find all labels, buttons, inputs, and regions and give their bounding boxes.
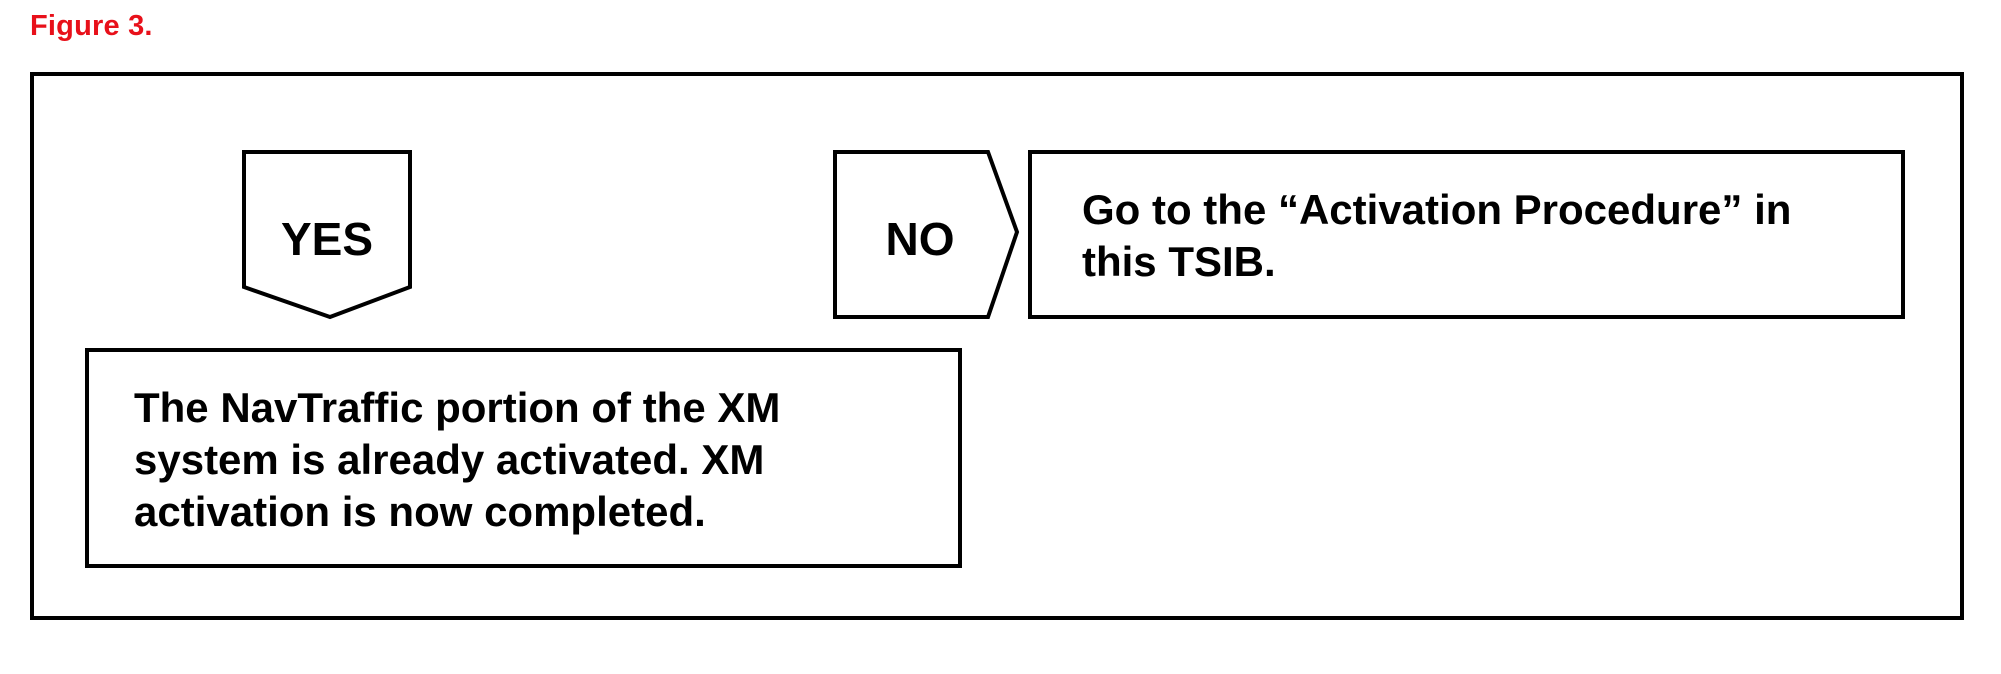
no-action-box — [1028, 150, 1905, 319]
no-label: NO — [885, 213, 955, 265]
figure-label: Figure 3. — [30, 10, 153, 42]
no-pointer-shape — [833, 150, 1020, 319]
diagram-frame — [30, 72, 1964, 620]
yes-pointer-shape — [242, 150, 412, 320]
yes-result-box — [85, 348, 962, 568]
no-action-text: Go to the “Activation Procedure” in this… — [1082, 186, 1792, 285]
yes-result-text: The NavTraffic portion of the XM system … — [134, 384, 781, 535]
yes-label: YES — [280, 213, 374, 265]
